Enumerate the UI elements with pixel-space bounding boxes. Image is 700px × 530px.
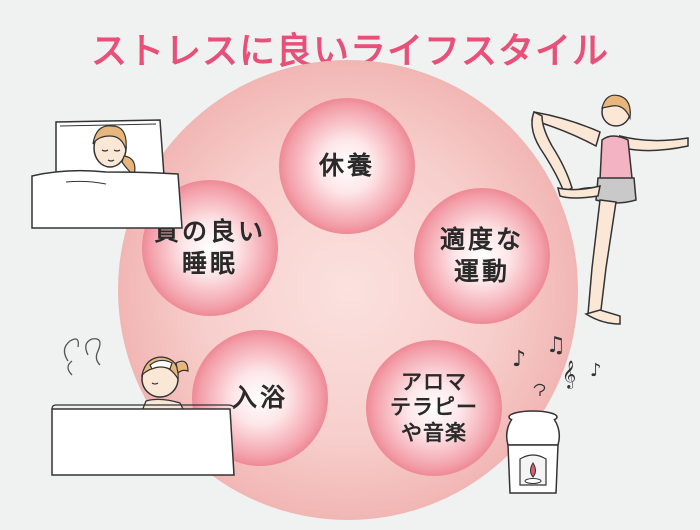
node-rest-line-1: 休養 [318, 150, 375, 180]
bathing-woman-icon [51, 338, 235, 476]
node-bath-line-1: 入浴 [231, 382, 288, 412]
node-rest: 休養 [279, 98, 415, 234]
music-notes-icon: ♪ ♫ 𝄞 ♪ [512, 333, 602, 396]
svg-text:♪: ♪ [590, 360, 602, 381]
node-aroma-line-3: や音楽 [401, 420, 467, 445]
node-sleep-line-2: 睡眠 [181, 249, 238, 278]
svg-text:𝄞: 𝄞 [562, 360, 576, 389]
node-aroma-music: アロマ テラピー や音楽 [366, 340, 502, 476]
node-aroma-line-1: アロマ [401, 369, 467, 394]
node-exercise-line-1: 適度な [439, 224, 524, 254]
aroma-pot-icon [505, 410, 561, 494]
svg-text:♪: ♪ [512, 347, 526, 372]
yoga-woman-icon [531, 94, 689, 325]
node-aroma-line-2: テラピー [390, 395, 478, 420]
sleeping-woman-icon [31, 119, 183, 229]
svg-text:♫: ♫ [546, 333, 566, 358]
node-exercise-line-2: 運動 [453, 257, 510, 286]
node-exercise: 適度な 運動 [414, 188, 550, 324]
